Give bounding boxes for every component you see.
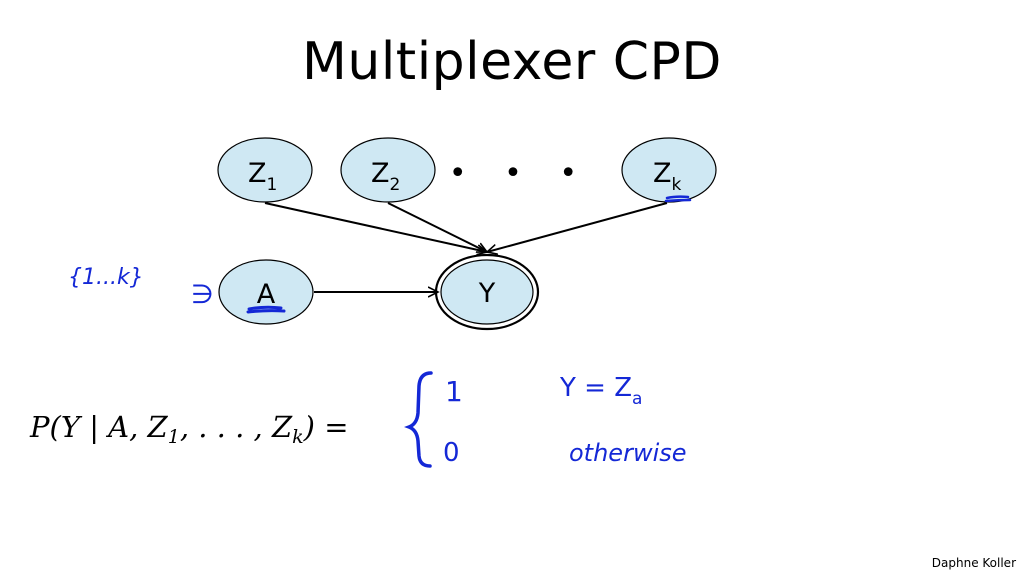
node-z1-subscript: 1	[267, 175, 278, 195]
a-underline-mark	[246, 305, 286, 314]
ellipsis-dots: • • •	[449, 156, 591, 191]
case-brace	[404, 371, 433, 468]
formula-p: P	[29, 410, 50, 444]
node-a: A	[218, 259, 314, 325]
case-zero-condition: otherwise	[569, 439, 687, 467]
edge-z1-y	[264, 202, 487, 252]
node-z2: Z2	[340, 137, 436, 203]
case-one-condition: Y = Za	[559, 373, 642, 409]
svg-text:Z2: Z2	[371, 158, 400, 195]
svg-text:Z1: Z1	[248, 158, 277, 195]
case-one-value: 1	[445, 375, 463, 408]
node-zk-subscript: k	[672, 175, 682, 195]
formula-sub-k: k	[292, 426, 304, 448]
node-z2-subscript: 2	[390, 175, 401, 195]
author-credit: Daphne Koller	[931, 556, 1016, 570]
element-of-symbol: ∋	[191, 280, 214, 310]
case-one-condition-sub: a	[632, 389, 642, 409]
case-zero-value: 0	[443, 438, 460, 468]
slide-title: Multiplexer CPD	[302, 32, 722, 92]
domain-set-annotation: {1...k}	[68, 265, 144, 290]
node-z2-label: Z	[371, 158, 390, 189]
node-z1-label: Z	[248, 158, 267, 189]
node-zk-label: Z	[653, 158, 672, 189]
edge-z2-y	[387, 202, 487, 253]
node-y-label: Y	[478, 278, 496, 309]
node-a-label: A	[257, 279, 276, 310]
node-zk: Zk	[621, 137, 717, 203]
formula-mid: , . . . , Z	[180, 410, 293, 444]
node-y: Y	[434, 253, 540, 331]
node-z1: Z1	[217, 137, 313, 203]
edge-zk-y	[487, 202, 668, 252]
formula-sub-1: 1	[168, 426, 180, 448]
case-one-condition-text: Y = Z	[559, 373, 632, 403]
formula-open: (Y | A, Z	[50, 410, 169, 444]
zk-underline-mark	[664, 195, 692, 203]
formula-lhs: P(Y | A, Z1, . . . , Zk) =	[29, 410, 349, 448]
formula-close: ) =	[303, 410, 349, 444]
svg-text:Zk: Zk	[653, 158, 682, 195]
